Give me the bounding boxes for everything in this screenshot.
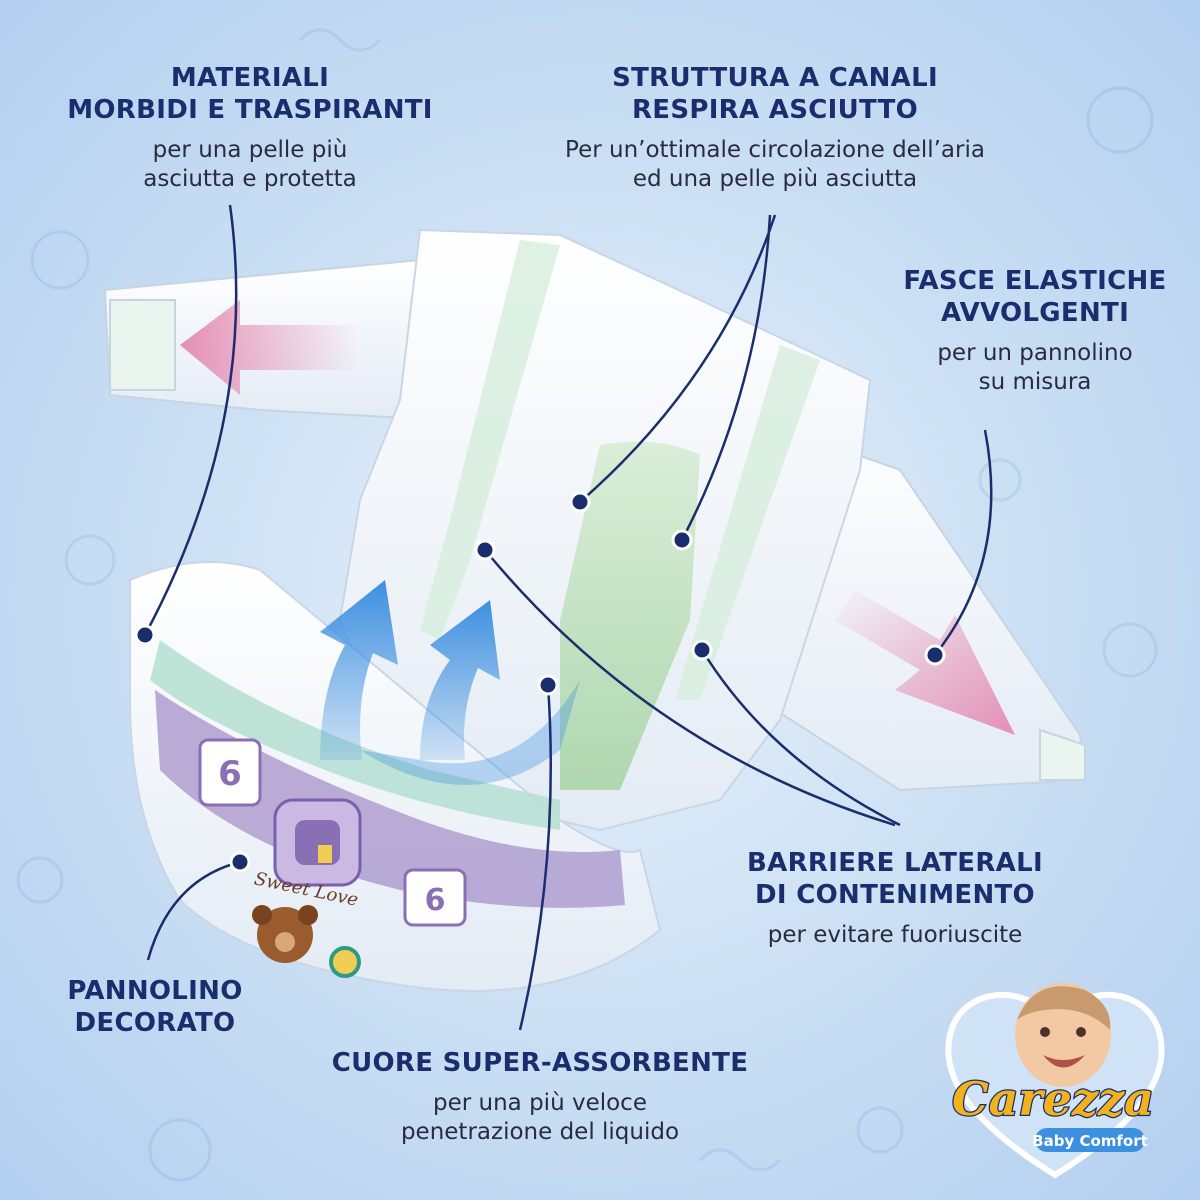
leader-dots (134, 491, 946, 873)
callout-materiali-desc: per una pelle più asciutta e protetta (143, 137, 357, 192)
callout-fasce: FASCE ELASTICHE AVVOLGENTI per un pannol… (880, 265, 1190, 397)
blue-arrow-2-icon (420, 600, 500, 760)
callout-cuore: CUORE SUPER-ASSORBENTE per una più veloc… (290, 1047, 790, 1147)
callout-pannolino-title: PANNOLINO DECORATO (67, 976, 243, 1038)
callout-struttura-desc: Per un’ottimale circolazione dell’aria e… (565, 137, 985, 192)
callout-barriere-desc: per evitare fuoriuscite (767, 922, 1023, 948)
blue-arrow-1-icon (320, 580, 398, 760)
absorbent-core (560, 441, 700, 790)
callout-cuore-desc: per una più veloce penetrazione del liqu… (400, 1090, 680, 1145)
callout-fasce-title: FASCE ELASTICHE AVVOLGENTI (903, 266, 1167, 328)
ball-decoration-icon (329, 946, 361, 978)
pink-arrow-right-icon (835, 590, 1015, 735)
size-number-2: 6 (425, 883, 446, 918)
leader-lines (143, 204, 993, 1031)
pink-arrow-left-icon (180, 300, 360, 395)
callout-struttura-title: STRUTTURA A CANALI RESPIRA ASCIUTTO (612, 63, 938, 125)
callout-materiali: MATERIALI MORBIDI E TRASPIRANTI per una … (50, 62, 450, 194)
callout-fasce-desc: per un pannolino su misura (937, 340, 1133, 395)
callout-materiali-title: MATERIALI MORBIDI E TRASPIRANTI (67, 63, 433, 125)
diaper-purple-band (155, 690, 625, 908)
callout-pannolino: PANNOLINO DECORATO (40, 975, 270, 1039)
size-number-1: 6 (218, 754, 242, 794)
brand-logo: Carezza Baby Comfort (945, 983, 1165, 1179)
baby-face-icon (1015, 983, 1111, 1087)
brand-tagline: Baby Comfort (1032, 1132, 1148, 1150)
callout-struttura: STRUTTURA A CANALI RESPIRA ASCIUTTO Per … (510, 62, 1040, 194)
brand-name: Carezza (952, 1072, 1154, 1126)
background-pattern (16, 28, 1158, 1182)
callout-barriere-title: BARRIERE LATERALI DI CONTENIMENTO (747, 848, 1043, 910)
callout-cuore-title: CUORE SUPER-ASSORBENTE (331, 1048, 749, 1078)
callout-barriere: BARRIERE LATERALI DI CONTENIMENTO per ev… (715, 847, 1075, 950)
